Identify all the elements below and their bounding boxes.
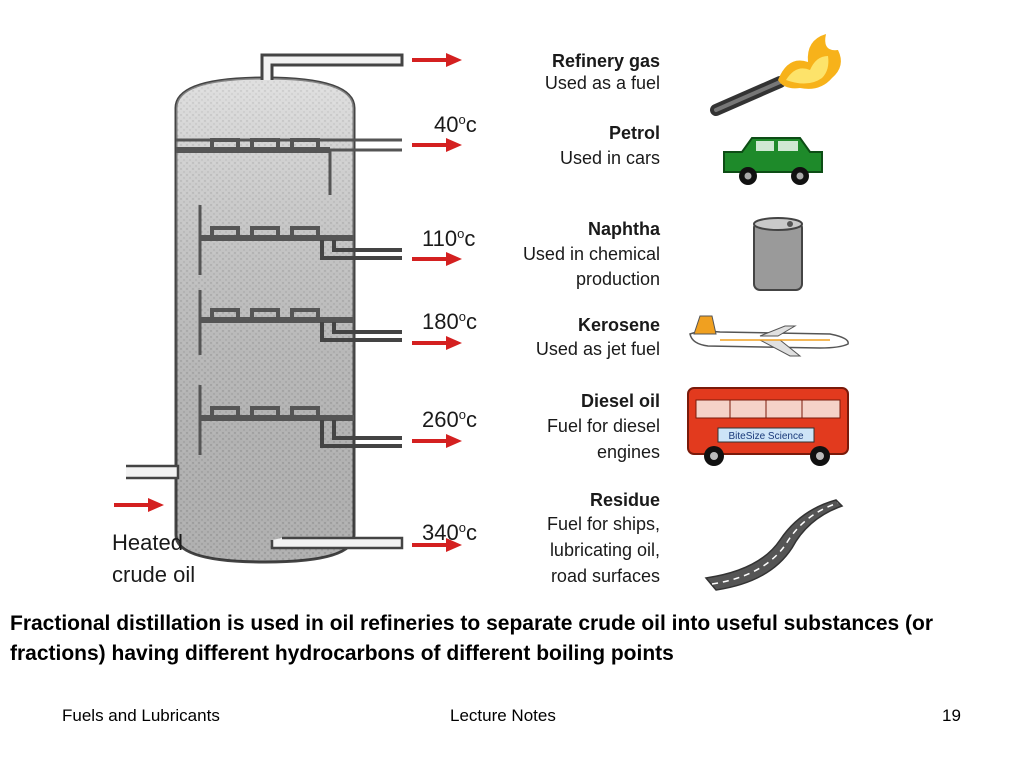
- temp-naphtha: 110oc: [422, 226, 475, 251]
- jet-airplane-icon: [689, 315, 849, 357]
- arrow-petrol: [412, 138, 462, 152]
- temp-residue: 340oc: [422, 520, 477, 545]
- arrow-diesel: [412, 434, 462, 448]
- svg-text:Heated: Heated: [112, 530, 183, 555]
- fraction-use-residue-1: Fuel for ships,: [547, 514, 660, 534]
- road-icon: [704, 499, 844, 591]
- fraction-use-petrol: Used in cars: [560, 148, 660, 168]
- bus-icon: BiteSize Science: [687, 387, 849, 466]
- bus-sign: BiteSize Science: [728, 431, 803, 442]
- fraction-use-naphtha-2: production: [576, 269, 660, 289]
- fraction-use-naphtha-1: Used in chemical: [523, 244, 660, 264]
- footer-lecture-notes: Lecture Notes: [450, 706, 556, 725]
- arrow-naphtha: [412, 252, 462, 266]
- feed-label: Heated crude oil: [112, 530, 195, 587]
- fraction-use-kerosene: Used as jet fuel: [536, 339, 660, 359]
- fraction-name-refinery-gas: Refinery gas: [552, 51, 660, 71]
- temp-diesel: 260oc: [422, 407, 477, 432]
- arrow-refinery-gas: [412, 53, 462, 67]
- fraction-use-residue-3: road surfaces: [551, 566, 660, 586]
- caption: Fractional distillation is used in oil r…: [10, 612, 934, 665]
- side-pipes: [176, 138, 402, 448]
- temp-kerosene: 180oc: [422, 309, 477, 334]
- fraction-name-residue: Residue: [590, 490, 660, 510]
- output-arrows: [114, 53, 462, 552]
- fraction-use-residue-2: lubricating oil,: [550, 540, 660, 560]
- fraction-name-kerosene: Kerosene: [578, 315, 660, 335]
- fraction-name-diesel: Diesel oil: [581, 391, 660, 411]
- fraction-use-refinery-gas: Used as a fuel: [545, 73, 660, 93]
- fraction-name-naphtha: Naphtha: [588, 219, 661, 239]
- flame-torch-icon: [710, 34, 841, 116]
- fraction-use-diesel-1: Fuel for diesel: [547, 416, 660, 436]
- barrel-icon: [753, 217, 803, 291]
- fraction-labels: Refinery gas Used as a fuel Petrol Used …: [523, 51, 661, 586]
- car-icon: [723, 137, 823, 185]
- arrow-feed-in: [114, 498, 164, 512]
- fraction-use-diesel-2: engines: [597, 442, 660, 462]
- fractional-distillation-diagram: 40oc 110oc 180oc 260oc 340oc Heated crud…: [112, 34, 849, 591]
- svg-text:crude oil: crude oil: [112, 562, 195, 587]
- arrow-kerosene: [412, 336, 462, 350]
- temperature-labels: 40oc 110oc 180oc 260oc 340oc: [422, 112, 477, 545]
- footer-page-number: 19: [942, 706, 961, 725]
- temp-petrol: 40oc: [434, 112, 477, 137]
- arrow-residue: [412, 538, 462, 552]
- fraction-name-petrol: Petrol: [609, 123, 660, 143]
- footer-course-title: Fuels and Lubricants: [62, 706, 220, 725]
